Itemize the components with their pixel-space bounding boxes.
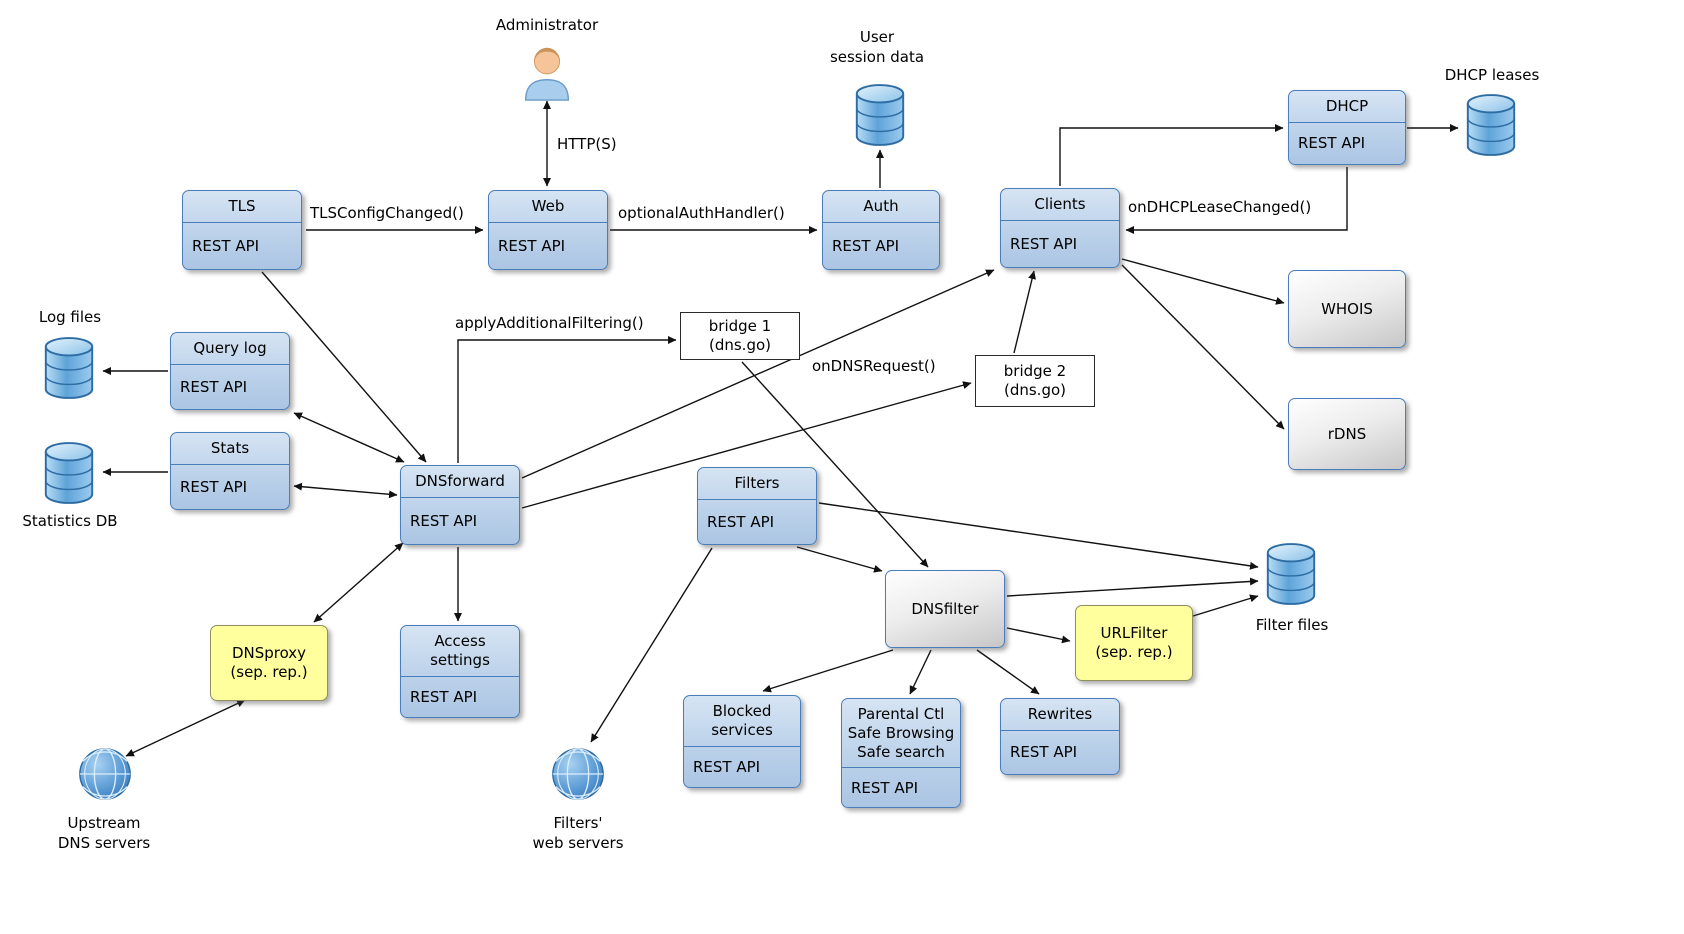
module-web-title: Web (489, 191, 607, 223)
module-access-settings-title: Access settings (401, 626, 519, 677)
module-blocked-services-title: Blocked services (684, 696, 800, 747)
dhcp-leases-label: DHCP leases (1444, 66, 1540, 84)
component-dnsfilter: DNSfilter (885, 570, 1005, 648)
module-parental-api: REST API (851, 778, 919, 797)
administrator-label: Administrator (495, 16, 599, 34)
bridge1-box: bridge 1 (dns.go) (680, 312, 800, 360)
module-rewrites: Rewrites REST API (1000, 698, 1120, 775)
log-files-database-icon (40, 335, 98, 401)
statistics-database-icon (40, 440, 98, 506)
module-dhcp-api: REST API (1298, 134, 1366, 153)
edge-label-apply-additional-filtering: applyAdditionalFiltering() (455, 314, 644, 332)
edge-label-tls-config-changed: TLSConfigChanged() (310, 204, 464, 222)
user-session-database-icon (851, 82, 909, 148)
module-web: Web REST API (488, 190, 608, 270)
statistics-db-label: Statistics DB (22, 512, 118, 530)
module-stats-title: Stats (171, 433, 289, 465)
module-tls: TLS REST API (182, 190, 302, 270)
dnsproxy-box: DNSproxy (sep. rep.) (210, 625, 328, 701)
edge-label-on-dhcp-lease-changed: onDHCPLeaseChanged() (1128, 198, 1312, 216)
bridge2-box: bridge 2 (dns.go) (975, 355, 1095, 407)
module-web-api: REST API (498, 236, 566, 255)
module-dhcp-title: DHCP (1289, 91, 1405, 123)
module-auth-title: Auth (823, 191, 939, 223)
component-whois: WHOIS (1288, 270, 1406, 348)
module-rewrites-title: Rewrites (1001, 699, 1119, 731)
module-auth: Auth REST API (822, 190, 940, 270)
edge-label-https: HTTP(S) (557, 135, 617, 153)
dhcp-leases-database-icon (1462, 92, 1520, 158)
module-clients-title: Clients (1001, 189, 1119, 221)
filter-files-database-icon (1262, 541, 1320, 607)
module-clients: Clients REST API (1000, 188, 1120, 268)
module-filters-title: Filters (698, 468, 816, 500)
module-blocked-services-api: REST API (693, 757, 761, 776)
module-query-log-api: REST API (180, 377, 248, 396)
module-filters: Filters REST API (697, 467, 817, 545)
log-files-label: Log files (38, 308, 102, 326)
module-rewrites-api: REST API (1010, 743, 1078, 762)
edge-label-optional-auth-handler: optionalAuthHandler() (618, 204, 785, 222)
upstream-dns-globe-icon (76, 745, 134, 803)
module-clients-api: REST API (1010, 234, 1078, 253)
module-parental: Parental Ctl Safe Browsing Safe search R… (841, 698, 961, 808)
module-dnsforward-title: DNSforward (401, 466, 519, 498)
module-access-settings-api: REST API (410, 687, 478, 706)
filters-web-servers-label: Filters' web servers (532, 814, 624, 852)
module-stats: Stats REST API (170, 432, 290, 510)
module-parental-title: Parental Ctl Safe Browsing Safe search (842, 699, 960, 769)
module-dhcp: DHCP REST API (1288, 90, 1406, 165)
module-query-log-title: Query log (171, 333, 289, 365)
module-auth-api: REST API (832, 236, 900, 255)
filter-files-label: Filter files (1255, 616, 1329, 634)
filters-web-globe-icon (549, 745, 607, 803)
module-blocked-services: Blocked services REST API (683, 695, 801, 788)
module-dnsforward-api: REST API (410, 511, 478, 530)
user-session-data-label: User session data (829, 28, 925, 66)
module-stats-api: REST API (180, 477, 248, 496)
edge-label-on-dns-request: onDNSRequest() (812, 357, 936, 375)
module-access-settings: Access settings REST API (400, 625, 520, 718)
module-query-log: Query log REST API (170, 332, 290, 410)
module-dnsforward: DNSforward REST API (400, 465, 520, 545)
module-tls-title: TLS (183, 191, 301, 223)
administrator-person-icon (517, 40, 577, 102)
upstream-dns-servers-label: Upstream DNS servers (57, 814, 151, 852)
component-rdns: rDNS (1288, 398, 1406, 470)
module-tls-api: REST API (192, 236, 260, 255)
module-filters-api: REST API (707, 512, 775, 531)
urlfilter-box: URLFilter (sep. rep.) (1075, 605, 1193, 681)
